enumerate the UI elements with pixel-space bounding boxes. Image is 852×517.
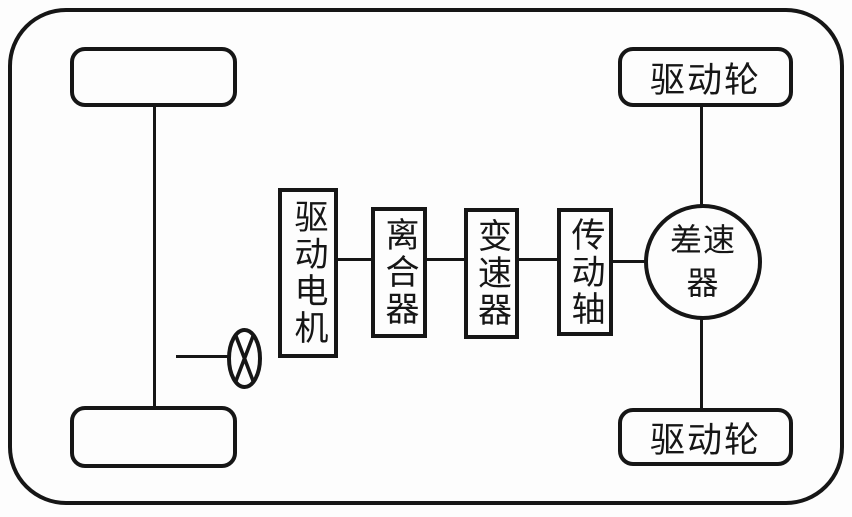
block-transmission: 变速器 xyxy=(464,208,519,339)
motor-shaft-line xyxy=(176,355,228,358)
differential-to-rear-wheel-line xyxy=(700,318,703,410)
clutch-label: 离合器 xyxy=(379,217,419,328)
connector-driveshaft-differential xyxy=(612,260,645,263)
drive-shaft-label: 传动轴 xyxy=(565,216,605,328)
wheel-rear-left xyxy=(70,406,237,468)
drive-motor-label: 驱动电机 xyxy=(288,199,328,347)
differential-label: 差速器 xyxy=(669,220,736,302)
block-drive-shaft: 传动轴 xyxy=(557,208,613,336)
connector-transmission-driveshaft xyxy=(518,258,558,261)
block-drive-motor: 驱动电机 xyxy=(278,188,338,358)
wheel-rear-right-label: 驱动轮 xyxy=(649,420,761,461)
wheel-front-right: 驱动轮 xyxy=(618,47,793,107)
vehicle-body-outline xyxy=(8,8,844,505)
wheel-front-right-label: 驱动轮 xyxy=(649,60,761,101)
crossed-circle-icon xyxy=(227,328,262,389)
left-axle-line xyxy=(153,105,156,408)
connector-motor-clutch xyxy=(337,258,372,261)
wheel-front-left xyxy=(70,47,237,107)
wheel-rear-right: 驱动轮 xyxy=(618,408,793,466)
differential-to-front-wheel-line xyxy=(700,105,703,205)
block-clutch: 离合器 xyxy=(371,207,427,338)
differential-circle: 差速器 xyxy=(644,204,762,320)
connector-clutch-transmission xyxy=(426,258,465,261)
transmission-label: 变速器 xyxy=(471,218,512,329)
